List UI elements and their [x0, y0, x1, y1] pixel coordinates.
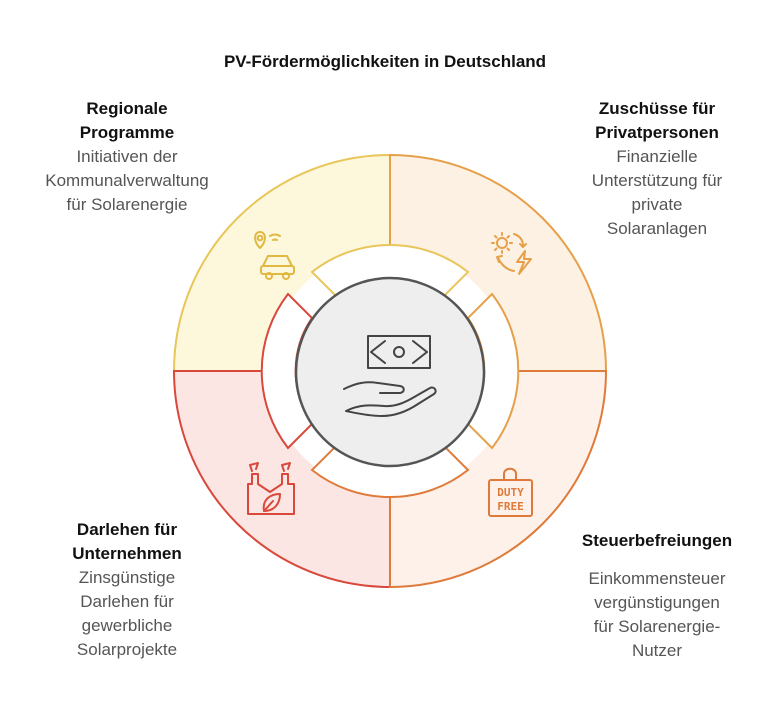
- duty-free-line-1: DUTY: [497, 486, 524, 499]
- description-line: Solaranlagen: [606, 219, 708, 238]
- duty-free-bag-icon: [488, 467, 533, 517]
- description-line: Initiativen der: [76, 147, 178, 166]
- block-regionale-programme: Regionale Programme Initiativen der Komm…: [12, 97, 242, 217]
- description-line: Nutzer: [631, 641, 683, 660]
- description-line: für Solarenergie: [66, 195, 188, 214]
- money-hand-icon: [343, 335, 437, 417]
- description-line: gewerbliche: [81, 616, 173, 635]
- description-line: private: [631, 195, 683, 214]
- description-line: Finanzielle: [616, 147, 698, 166]
- block-steuerbefreiungen: Steuerbefreiungen Einkommensteuer vergün…: [542, 529, 770, 663]
- description-line: Darlehen für: [80, 592, 174, 611]
- center-circle: [294, 276, 486, 468]
- duty-free-line-2: FREE: [497, 500, 524, 513]
- description-line: vergünstigungen: [594, 593, 720, 612]
- factory-leaf-icon: [247, 462, 295, 515]
- heading-line: Darlehen für: [76, 520, 178, 539]
- block-zuschuesse-privatpersonen: Zuschüsse für Privatpersonen Finanzielle…: [542, 97, 770, 241]
- heading-line: Programme: [79, 123, 175, 142]
- description-line: für Solarenergie-: [593, 617, 721, 636]
- heading-line: Steuerbefreiungen: [581, 531, 733, 550]
- heading-line: Unternehmen: [72, 544, 182, 563]
- description-line: Kommunalverwaltung: [45, 171, 209, 190]
- block-darlehen-unternehmen: Darlehen für Unternehmen Zinsgünstige Da…: [12, 518, 242, 662]
- heading-line: Privatpersonen: [595, 123, 719, 142]
- heading-line: Zuschüsse für: [598, 99, 716, 118]
- location-car-icon: [254, 231, 295, 280]
- description-line: Solarprojekte: [76, 640, 178, 659]
- description-line: Zinsgünstige: [78, 568, 176, 587]
- description-line: Unterstützung für: [591, 171, 723, 190]
- sun-energy-cycle-icon: [491, 232, 532, 275]
- description-line: Einkommensteuer: [588, 569, 726, 588]
- diagram-title: PV-Fördermöglichkeiten in Deutschland: [223, 52, 547, 71]
- heading-line: Regionale: [86, 99, 168, 118]
